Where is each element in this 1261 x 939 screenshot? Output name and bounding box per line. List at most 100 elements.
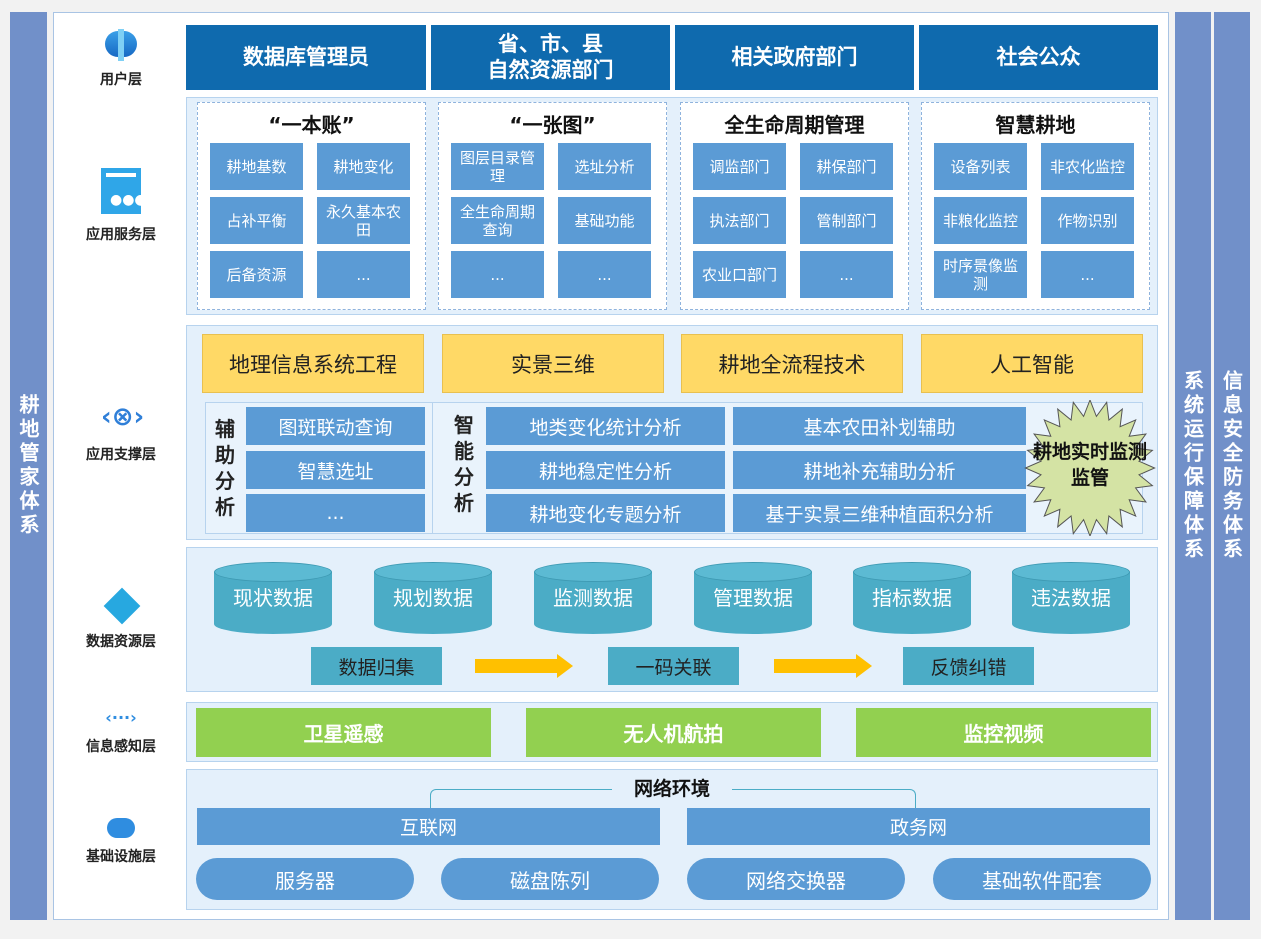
infra-item: 磁盘陈列 [441, 858, 659, 900]
network-gov: 政务网 [687, 808, 1150, 845]
database-cylinder: 指标数据 [853, 562, 971, 634]
app-group-title: 智慧耕地 [995, 113, 1076, 137]
user-public: 社会公众 [919, 25, 1158, 90]
infra-item: 服务器 [196, 858, 414, 900]
layer-label: 数据资源层 [86, 633, 156, 650]
database-label: 现状数据 [233, 586, 313, 610]
sensing-drone: 无人机航拍 [526, 708, 821, 757]
monitoring-starburst [1024, 400, 1156, 536]
aux-item: ... [246, 494, 425, 532]
app-tile: ... [1041, 251, 1134, 298]
tech-box: 实景三维 [442, 334, 664, 393]
monitoring-label: 耕地实时监测监管 [1032, 441, 1147, 489]
smart-analysis-label: 智能分析 [454, 413, 474, 515]
app-group-title: 全生命周期管理 [724, 113, 865, 137]
user-resource-dept: 省、市、县 自然资源部门 [431, 25, 670, 90]
layer-label: 应用服务层 [86, 227, 156, 243]
security-bar: 信息安全防务体系 [1214, 12, 1250, 920]
sensing-video: 监控视频 [856, 708, 1151, 757]
layer-infrastructure: 基础设施层 [72, 769, 170, 910]
smart-item: 耕地补充辅助分析 [733, 451, 1026, 489]
app-tile: 基础功能 [558, 197, 651, 244]
link-node-icon: ‹⊗› [101, 401, 145, 432]
database-label: 违法数据 [1031, 586, 1111, 610]
flow-step: 反馈纠错 [903, 647, 1034, 685]
app-tile: 永久基本农田 [317, 197, 410, 244]
left-system-bar: 耕地管家体系 [10, 12, 47, 920]
diamond-network-icon [101, 587, 141, 625]
database-cylinder: 监测数据 [534, 562, 652, 634]
app-group: 智慧耕地设备列表非农化监控非粮化监控作物识别时序景像监测... [921, 102, 1150, 310]
app-window-icon: ●●● [101, 168, 147, 214]
divider [432, 402, 433, 534]
aux-analysis-label: 辅助分析 [215, 417, 235, 519]
user-gov-dept: 相关政府部门 [675, 25, 914, 90]
infra-item: 基础软件配套 [933, 858, 1151, 900]
layer-app-support: ‹⊗› 应用支撑层 [72, 325, 170, 540]
tech-box: 人工智能 [921, 334, 1143, 393]
app-tile: 耕保部门 [800, 143, 893, 190]
smart-item: 耕地稳定性分析 [486, 451, 725, 489]
app-tile: 设备列表 [934, 143, 1027, 190]
layer-user: 用户层 [72, 25, 170, 90]
app-group-title: “一张图” [509, 113, 596, 137]
ops-guarantee-bar: 系统运行保障体系 [1175, 12, 1211, 920]
app-tile: 非粮化监控 [934, 197, 1027, 244]
app-group-title: “一本账” [268, 113, 355, 137]
layer-sensing: ‹···› 信息感知层 [72, 702, 170, 762]
app-group: 全生命周期管理调监部门耕保部门执法部门管制部门农业口部门... [680, 102, 909, 310]
app-tile: 非农化监控 [1041, 143, 1134, 190]
layer-label: 用户层 [100, 71, 142, 88]
app-tile: 作物识别 [1041, 197, 1134, 244]
layer-app-service: ●●● 应用服务层 [72, 97, 170, 315]
smart-item: 地类变化统计分析 [486, 407, 725, 445]
smart-item: 基于实景三维种植面积分析 [733, 494, 1026, 532]
database-label: 监测数据 [553, 586, 633, 610]
app-tile: ... [317, 251, 410, 298]
database-cylinder: 管理数据 [694, 562, 812, 634]
app-tile: 执法部门 [693, 197, 786, 244]
network-title: 网络环境 [612, 774, 732, 801]
signal-icon: ‹···› [105, 708, 137, 727]
app-tile: 调监部门 [693, 143, 786, 190]
smart-item: 基本农田补划辅助 [733, 407, 1026, 445]
app-tile: 占补平衡 [210, 197, 303, 244]
app-tile: 选址分析 [558, 143, 651, 190]
layer-label: 应用支撑层 [86, 446, 156, 463]
cloud-icon [101, 27, 141, 63]
arrow-right-icon [475, 654, 573, 678]
app-tile: 耕地基数 [210, 143, 303, 190]
sensing-satellite: 卫星遥感 [196, 708, 491, 757]
user-db-admin: 数据库管理员 [186, 25, 426, 90]
database-label: 管理数据 [713, 586, 793, 610]
app-tile: 全生命周期查询 [451, 197, 544, 244]
database-cylinder: 违法数据 [1012, 562, 1130, 634]
cloud-network-icon [101, 814, 141, 840]
flow-step: 一码关联 [608, 647, 739, 685]
database-label: 规划数据 [393, 586, 473, 610]
layer-label: 信息感知层 [86, 739, 156, 755]
database-cylinder: 现状数据 [214, 562, 332, 634]
flow-step: 数据归集 [311, 647, 442, 685]
app-tile: ... [451, 251, 544, 298]
tech-box: 地理信息系统工程 [202, 334, 424, 393]
layer-data-resource: 数据资源层 [72, 547, 170, 692]
app-group: “一本账” 耕地基数耕地变化占补平衡永久基本农田后备资源... [197, 102, 426, 310]
app-tile: ... [558, 251, 651, 298]
arrow-right-icon [774, 654, 872, 678]
smart-item: 耕地变化专题分析 [486, 494, 725, 532]
app-tile: 时序景像监测 [934, 251, 1027, 298]
infra-item: 网络交换器 [687, 858, 905, 900]
database-cylinder: 规划数据 [374, 562, 492, 634]
app-tile: 农业口部门 [693, 251, 786, 298]
app-tile: 后备资源 [210, 251, 303, 298]
layer-label: 基础设施层 [86, 848, 156, 865]
app-tile: 耕地变化 [317, 143, 410, 190]
database-label: 指标数据 [872, 586, 952, 610]
app-tile: ... [800, 251, 893, 298]
network-internet: 互联网 [197, 808, 660, 845]
aux-item: 图斑联动查询 [246, 407, 425, 445]
app-group: “一张图”图层目录管理选址分析全生命周期查询基础功能...... [438, 102, 667, 310]
app-tile: 管制部门 [800, 197, 893, 244]
tech-box: 耕地全流程技术 [681, 334, 903, 393]
